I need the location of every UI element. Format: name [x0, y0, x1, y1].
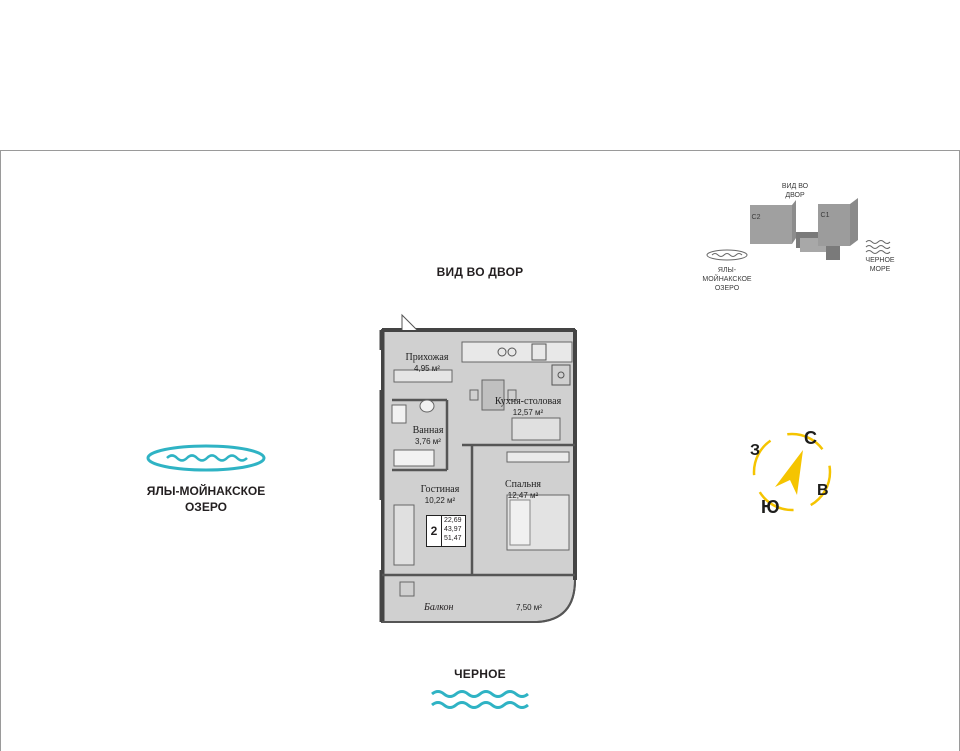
courtyard-view-label: ВИД ВО ДВОР [436, 265, 524, 279]
room-hall: Прихожая 4,95 м² [392, 352, 462, 374]
mini-map-courtyard-label: ВИД ВО ДВОР [781, 183, 809, 199]
room-living: Гостиная 10,22 м² [405, 484, 475, 506]
floor-plan [372, 310, 587, 635]
apartment-badge: 2 22,69 43,97 51,47 [426, 515, 466, 547]
room-balcony-area-wrap: 7,50 м² [512, 602, 546, 613]
mini-map-lake-label: ЯЛЫ-МОЙНАКСКОЕ ОЗЕРО [702, 267, 752, 292]
room-kitchen: Кухня-столовая 12,57 м² [478, 396, 578, 418]
room-balcony-area: 7,50 м² [516, 603, 542, 612]
room-balcony-name: Балкон [424, 602, 454, 613]
sea-waves-icon [428, 688, 532, 710]
lake-waves-icon [145, 443, 267, 473]
sea-label: ЧЕРНОЕ [454, 667, 506, 681]
compass-west: З [750, 442, 761, 459]
mini-map-block-c2: С2 [751, 214, 761, 221]
mini-map-block-c1: С1 [820, 212, 830, 219]
room-bedroom: Спальня 12,47 м² [488, 479, 558, 501]
room-bath: Ванная 3,76 м² [398, 425, 458, 447]
room-kitchen-area: 12,57 м² [512, 408, 544, 417]
compass-north: С [804, 428, 817, 448]
room-bedroom-name: Спальня [504, 479, 542, 490]
badge-total-area: 43,97 [444, 526, 462, 533]
compass-icon [745, 425, 840, 520]
room-kitchen-name: Кухня-столовая [494, 396, 562, 407]
room-hall-name: Прихожая [405, 352, 449, 363]
room-living-area: 10,22 м² [424, 496, 456, 505]
lake-label: ЯЛЫ-МОЙНАКСКОЕ ОЗЕРО [146, 484, 266, 514]
compass-east: В [817, 482, 829, 499]
room-living-name: Гостиная [420, 484, 460, 495]
badge-rooms: 2 [427, 516, 442, 546]
room-bath-name: Ванная [412, 425, 444, 436]
room-hall-area: 4,95 м² [414, 364, 440, 373]
mini-map-sea-label: ЧЕРНОЕ МОРЕ [865, 257, 895, 273]
room-bath-area: 3,76 м² [415, 437, 441, 446]
compass-south: Ю [761, 497, 780, 517]
badge-area-with-balcony: 51,47 [444, 535, 462, 542]
badge-living-area: 22,69 [444, 517, 462, 524]
mini-map [700, 180, 910, 290]
room-bedroom-area: 12,47 м² [507, 491, 539, 500]
